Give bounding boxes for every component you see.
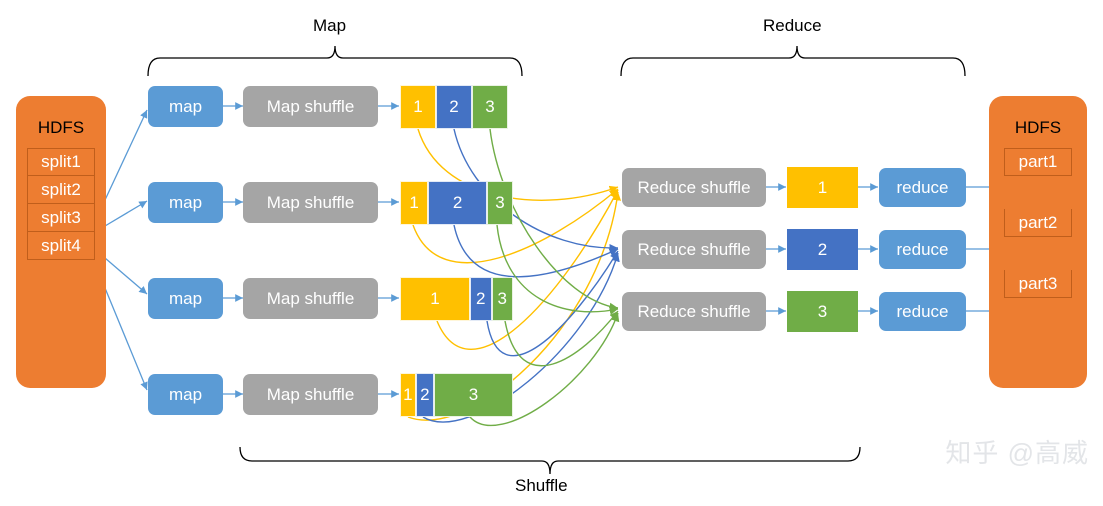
reduce-task-2-label: reduce [896, 239, 949, 259]
map-shuffle-1[interactable]: Map shuffle [243, 86, 378, 127]
output-hdfs-store[interactable]: HDFS part1 part2 part3 [989, 96, 1087, 388]
part-item-2[interactable]: part2 [1004, 209, 1072, 237]
input-split-list: split1 split2 split3 split4 [16, 148, 106, 260]
partition-segment-2-3[interactable]: 3 [487, 181, 513, 225]
partition-segment-3-1[interactable]: 1 [400, 277, 471, 321]
reduce-task-3[interactable]: reduce [879, 292, 966, 331]
reduce-shuffle-1[interactable]: Reduce shuffle [622, 168, 766, 207]
reduce-shuffle-3[interactable]: Reduce shuffle [622, 292, 766, 331]
reduce-task-3-label: reduce [896, 301, 949, 321]
split-item-2[interactable]: split2 [27, 176, 95, 204]
reduce-task-2[interactable]: reduce [879, 230, 966, 269]
reduceshuffle-to-block-arrows [766, 183, 786, 315]
partition-segment-1-1[interactable]: 1 [400, 85, 436, 129]
split-item-4[interactable]: split4 [27, 232, 95, 260]
block-to-reduce-arrows [858, 183, 878, 315]
reduce-input-block-1[interactable]: 1 [787, 167, 858, 208]
label-map-phase: Map [313, 16, 347, 35]
bracket-reduce [620, 45, 966, 77]
reduce-task-1[interactable]: reduce [879, 168, 966, 207]
label-reduce-phase: Reduce [763, 16, 822, 35]
partition-segment-4-2[interactable]: 2 [415, 373, 434, 417]
part-item-1[interactable]: part1 [1004, 148, 1072, 176]
map-shuffle-3[interactable]: Map shuffle [243, 278, 378, 319]
output-part-list: part1 part2 part3 [989, 148, 1087, 298]
map-task-1[interactable]: map [148, 86, 223, 127]
map-task-2[interactable]: map [148, 182, 223, 223]
map-shuffle-2[interactable]: Map shuffle [243, 182, 378, 223]
watermark: 知乎 @高威 [945, 438, 1089, 468]
split-item-1[interactable]: split1 [27, 148, 95, 176]
map-task-4-label: map [168, 384, 203, 404]
partition-segment-4-1[interactable]: 1 [400, 373, 416, 417]
map-task-1-label: map [168, 96, 203, 116]
partition-segment-3-2[interactable]: 2 [470, 277, 492, 321]
input-hdfs-title: HDFS [37, 118, 85, 137]
partition-segment-3-3[interactable]: 3 [491, 277, 513, 321]
map-output-bar-4[interactable]: 1 2 3 [400, 373, 513, 417]
reduce-input-block-2[interactable]: 2 [787, 229, 858, 270]
partition-segment-2-2[interactable]: 2 [428, 181, 487, 225]
part-item-3[interactable]: part3 [1004, 270, 1072, 298]
map-output-bar-1[interactable]: 1 2 3 [400, 85, 508, 129]
reduce-shuffle-1-label: Reduce shuffle [637, 177, 751, 197]
output-hdfs-title: HDFS [1014, 118, 1062, 137]
input-hdfs-store[interactable]: HDFS split1 split2 split3 split4 [16, 96, 106, 388]
map-shuffle-4[interactable]: Map shuffle [243, 374, 378, 415]
map-task-2-label: map [168, 192, 203, 212]
mapshuffle-to-partitions-arrows [378, 102, 399, 398]
reduce-task-1-label: reduce [896, 177, 949, 197]
map-to-mapshuffle-arrows [223, 102, 243, 398]
partition-segment-1-3[interactable]: 3 [472, 85, 508, 129]
split-to-map-arrows [104, 109, 148, 391]
reduce-shuffle-3-label: Reduce shuffle [637, 301, 751, 321]
map-shuffle-4-label: Map shuffle [266, 384, 355, 404]
bracket-shuffle [239, 446, 861, 475]
reduce-shuffle-2-label: Reduce shuffle [637, 239, 751, 259]
map-shuffle-3-label: Map shuffle [266, 288, 355, 308]
map-task-3-label: map [168, 288, 203, 308]
map-task-3[interactable]: map [148, 278, 223, 319]
map-task-4[interactable]: map [148, 374, 223, 415]
bracket-map [147, 45, 523, 77]
partition-segment-4-3[interactable]: 3 [433, 373, 513, 417]
map-output-bar-2[interactable]: 1 2 3 [400, 181, 513, 225]
split-item-3[interactable]: split3 [27, 204, 95, 232]
map-shuffle-2-label: Map shuffle [266, 192, 355, 212]
label-shuffle-phase: Shuffle [515, 476, 568, 495]
partition-segment-2-1[interactable]: 1 [400, 181, 429, 225]
map-shuffle-1-label: Map shuffle [266, 96, 355, 116]
partition-segment-1-2[interactable]: 2 [435, 85, 473, 129]
map-output-bar-3[interactable]: 1 2 3 [400, 277, 513, 321]
reduce-input-block-3[interactable]: 3 [787, 291, 858, 332]
reduce-shuffle-2[interactable]: Reduce shuffle [622, 230, 766, 269]
